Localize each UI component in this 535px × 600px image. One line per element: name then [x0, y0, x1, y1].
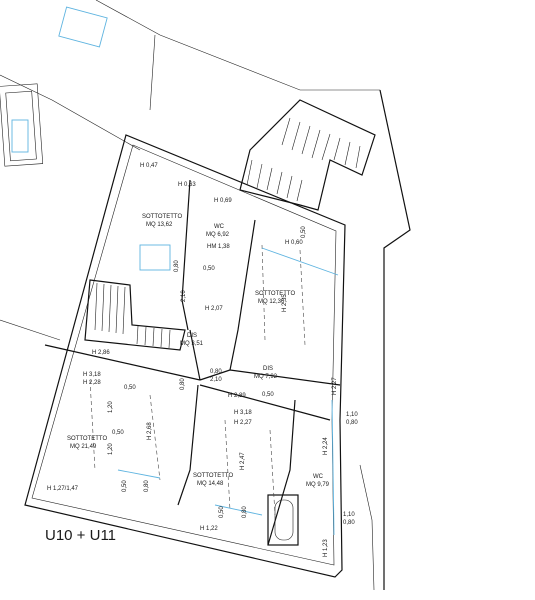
dim-label: 2,10	[181, 290, 187, 302]
stair-left	[84, 279, 186, 351]
dim-label: 0,50	[301, 226, 307, 238]
room-name: WC	[214, 224, 225, 230]
dim-label: 0,80	[180, 378, 186, 390]
dim-label: H 1,22	[200, 526, 218, 532]
dim-label: H 0,63	[178, 182, 196, 188]
room-name: SOTTOTETTO	[255, 291, 295, 297]
dim-label: H 2,24	[323, 437, 329, 455]
stair-top	[239, 99, 376, 211]
room-area: MQ 21,49	[70, 444, 97, 450]
dim-label: 0,50	[122, 480, 128, 492]
room-area: MQ 7,92	[254, 374, 278, 380]
dim-label: 1,10	[346, 412, 358, 418]
dim-label: 0,80	[343, 520, 355, 526]
dim-label: 0,50	[262, 392, 274, 398]
room-area: MQ 12,36	[258, 299, 285, 305]
room-name: SOTTOTETTO	[67, 436, 107, 442]
dim-label: H 2,35	[282, 294, 288, 312]
building-walls	[24, 134, 346, 578]
room-area: MQ 13,62	[146, 222, 173, 228]
dim-label: 0,50	[124, 385, 136, 391]
dim-label: 0,50	[203, 266, 215, 272]
dim-label: 0,80	[210, 369, 222, 375]
dim-label: 2,10	[210, 377, 222, 383]
dim-label: H 2,27	[332, 377, 338, 395]
dim-label: H 0,47	[140, 163, 158, 169]
dim-label: H 3,18	[83, 372, 101, 378]
skylights	[11, 6, 108, 153]
dim-label: 0,80	[346, 420, 358, 426]
dim-label: H 0,60	[285, 240, 303, 246]
interior-walls	[44, 179, 341, 546]
dim-label: 0,80	[242, 506, 248, 518]
dim-label: H 0,69	[214, 198, 232, 204]
dim-label: 0,50	[112, 430, 124, 436]
dim-label: 1,10	[343, 512, 355, 518]
room-name: DIS	[187, 333, 197, 339]
dim-label: 0,80	[174, 260, 180, 272]
room-area: MQ 9,79	[306, 482, 330, 488]
dim-label: 1,20	[108, 401, 114, 413]
dim-label: H 2,89	[228, 393, 246, 399]
dim-label: H 2,07	[205, 306, 223, 312]
dim-label: H 1,27/1,47	[47, 486, 79, 492]
dim-label: H 2,27	[234, 420, 252, 426]
dim-label: H 2,86	[92, 350, 110, 356]
room-name: SOTTOTETTO	[142, 214, 182, 220]
dim-label: H 2,47	[240, 452, 246, 470]
dim-label: 1,20	[108, 443, 114, 455]
dim-label: 0,50	[219, 506, 225, 518]
site-outline	[0, 0, 411, 591]
dimension-labels: H 0,47 H 0,63 H 0,69 H 0,60 0,50 H 2,07 …	[47, 163, 358, 557]
dim-label: H 2,28	[83, 380, 101, 386]
room-name: WC	[313, 474, 324, 480]
room-area: MQ 6,92	[206, 232, 230, 238]
room-name: SOTTOTETTO	[193, 473, 233, 479]
room-name: DIS	[263, 366, 273, 372]
room-labels: SOTTOTETTO MQ 13,62 WC MQ 6,92 HM 1,38 S…	[67, 214, 330, 488]
dim-label: H 3,18	[234, 410, 252, 416]
room-area: MQ 14,48	[197, 481, 224, 487]
dim-label: 0,80	[144, 480, 150, 492]
dashed-lines	[89, 244, 339, 536]
dim-label: H 1,23	[323, 539, 329, 557]
room-height: HM 1,38	[207, 244, 230, 250]
unit-label: U10 + U11	[45, 527, 116, 544]
dim-label: H 2,68	[147, 422, 153, 440]
room-area: MQ 3,51	[180, 341, 204, 347]
